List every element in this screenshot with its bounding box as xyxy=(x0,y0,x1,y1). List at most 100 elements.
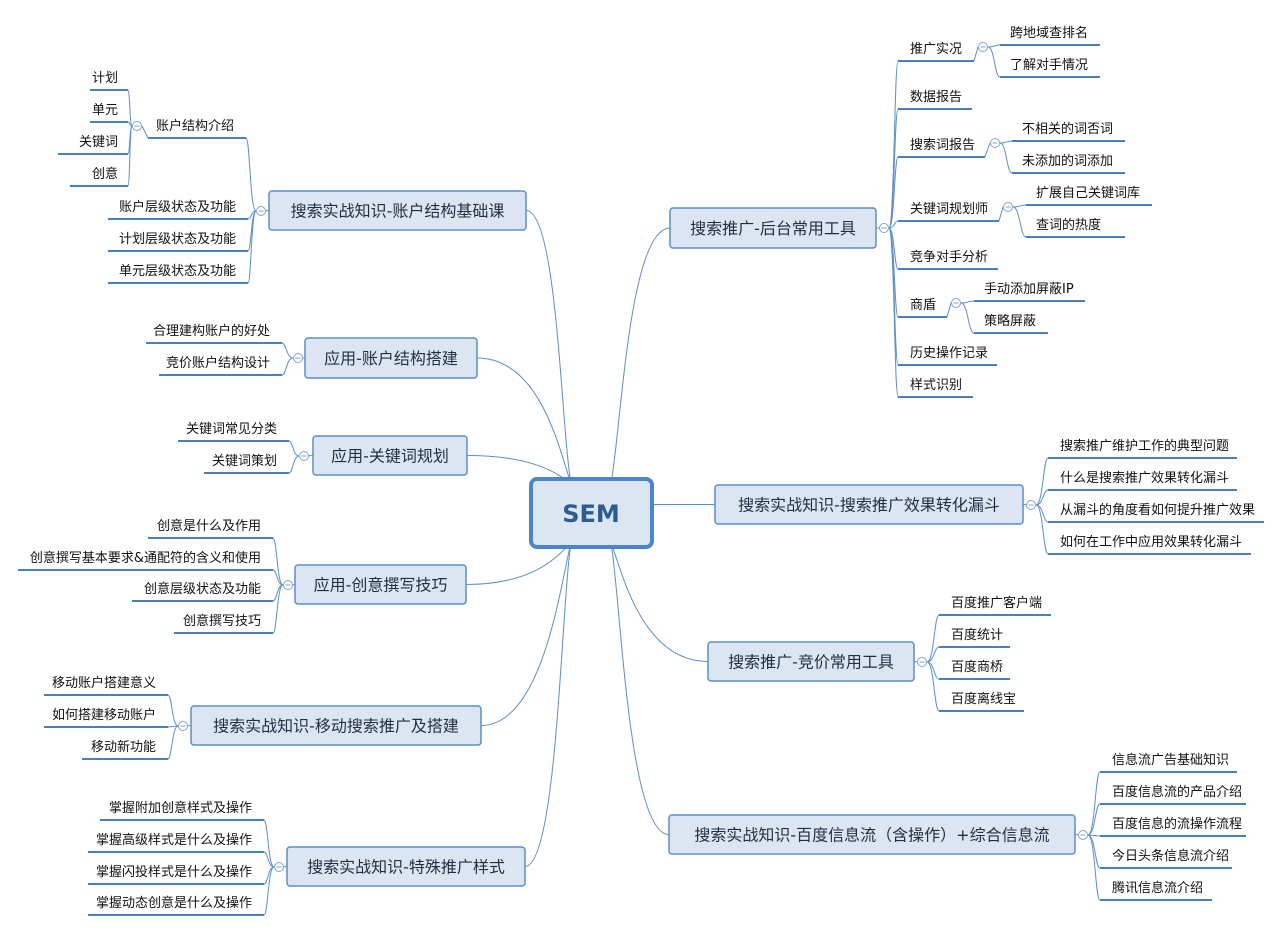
subtopic-label[interactable]: 账户层级状态及功能 xyxy=(119,199,236,215)
subtopic-label[interactable]: 创意层级状态及功能 xyxy=(144,581,261,597)
subtopic-label[interactable]: 如何在工作中应用效果转化漏斗 xyxy=(1060,534,1242,550)
subtopic-label[interactable]: 关键词策划 xyxy=(212,453,277,469)
subtopic-label[interactable]: 掌握附加创意样式及操作 xyxy=(109,800,252,816)
child-connector xyxy=(245,137,257,212)
leaf-label[interactable]: 计划 xyxy=(92,71,118,86)
subtopic-label[interactable]: 数据报告 xyxy=(910,90,962,105)
leaf-label[interactable]: 单元 xyxy=(92,103,118,118)
child-connector xyxy=(888,227,899,398)
leaf-label[interactable]: 查词的热度 xyxy=(1036,217,1101,233)
subtopic-label[interactable]: 百度信息的流操作流程 xyxy=(1112,816,1242,832)
collapse-toggle[interactable] xyxy=(990,138,1000,148)
subtopic-label[interactable]: 关键词常见分类 xyxy=(186,422,277,437)
child-connector xyxy=(1087,834,1101,901)
leaf-label[interactable]: 未添加的词添加 xyxy=(1022,153,1113,169)
topic-box xyxy=(714,484,1024,525)
subtopic-label[interactable]: 腾讯信息流介绍 xyxy=(1112,880,1203,896)
topic-label: 搜索实战知识-百度信息流（含操作）+综合信息流 xyxy=(694,826,1049,845)
leaf-label[interactable]: 手动添加屏蔽IP xyxy=(984,282,1074,297)
collapse-toggle[interactable] xyxy=(256,206,266,216)
subtopic-label[interactable]: 单元层级状态及功能 xyxy=(119,264,236,279)
leaf-connector xyxy=(127,125,133,187)
topic-b-funnel[interactable]: 搜索实战知识-搜索推广效果转化漏斗 xyxy=(714,484,1024,525)
leaf-connector xyxy=(960,302,975,334)
leaf-label[interactable]: 了解对手情况 xyxy=(1010,58,1088,73)
subtopic-label[interactable]: 关键词规划师 xyxy=(910,202,988,217)
topic-b-account-build[interactable]: 应用-账户结构搭建 xyxy=(304,337,478,379)
topic-b-keyword[interactable]: 应用-关键词规划 xyxy=(312,435,468,476)
topic-box xyxy=(707,641,915,682)
subtopic-label[interactable]: 掌握闪投样式是什么及操作 xyxy=(96,864,252,880)
collapse-toggle[interactable] xyxy=(978,42,988,52)
subtopic-label[interactable]: 移动新功能 xyxy=(91,739,156,755)
subtopic-label[interactable]: 账户结构介绍 xyxy=(156,118,234,134)
branch-connector xyxy=(476,357,572,484)
collapse-toggle[interactable] xyxy=(283,580,293,590)
collapse-toggle[interactable] xyxy=(293,353,303,363)
subtopic-label[interactable]: 百度离线宝 xyxy=(951,691,1016,707)
leaf-connector xyxy=(999,142,1013,174)
subtopic-label[interactable]: 今日头条信息流介绍 xyxy=(1112,848,1229,864)
handle-link xyxy=(984,142,991,158)
subtopic-label[interactable]: 竞价账户结构设计 xyxy=(166,355,270,371)
collapse-toggle[interactable] xyxy=(1003,202,1013,212)
subtopic-label[interactable]: 推广实况 xyxy=(910,42,962,57)
child-connector xyxy=(247,210,257,284)
subtopic-label[interactable]: 竞争对手分析 xyxy=(910,249,988,265)
collapse-toggle[interactable] xyxy=(1026,500,1036,510)
child-connector xyxy=(926,646,940,663)
branch-connector xyxy=(524,542,572,867)
topic-b-creative[interactable]: 应用-创意撰写技巧 xyxy=(294,564,467,605)
leaf-label[interactable]: 策略屏蔽 xyxy=(984,313,1036,329)
subtopic-label[interactable]: 百度商桥 xyxy=(951,659,1003,675)
topic-b-feed[interactable]: 搜索实战知识-百度信息流（含操作）+综合信息流 xyxy=(668,814,1076,855)
subtopic-label[interactable]: 从漏斗的角度看如何提升推广效果 xyxy=(1060,502,1255,518)
subtopic-label[interactable]: 合理建构账户的好处 xyxy=(153,323,270,339)
topic-box xyxy=(669,207,877,249)
topic-b-backend-tools[interactable]: 搜索推广-后台常用工具 xyxy=(669,207,877,249)
subtopic-label[interactable]: 搜索推广维护工作的典型问题 xyxy=(1060,438,1229,454)
child-connector xyxy=(926,661,940,712)
collapse-toggle[interactable] xyxy=(951,298,961,308)
subtopic-label[interactable]: 样式识别 xyxy=(910,378,962,393)
topic-b-account-basic[interactable]: 搜索实战知识-账户结构基础课 xyxy=(268,190,527,231)
child-connector xyxy=(167,725,179,760)
leaf-label[interactable]: 跨地域查排名 xyxy=(1010,25,1088,41)
collapse-toggle[interactable] xyxy=(178,721,188,731)
subtopic-label[interactable]: 掌握高级样式是什么及操作 xyxy=(96,832,252,848)
subtopic-label[interactable]: 计划层级状态及功能 xyxy=(119,232,236,247)
topic-b-mobile[interactable]: 搜索实战知识-移动搜索推广及搭建 xyxy=(190,705,482,746)
subtopic-label[interactable]: 创意是什么及作用 xyxy=(157,518,261,534)
leaf-label[interactable]: 关键词 xyxy=(79,135,118,150)
subtopic-label[interactable]: 历史操作记录 xyxy=(910,345,988,361)
topic-b-special[interactable]: 搜索实战知识-特殊推广样式 xyxy=(286,846,526,887)
subtopic-label[interactable]: 创意撰写基本要求&通配符的含义和使用 xyxy=(30,550,261,566)
collapse-toggle[interactable] xyxy=(879,223,889,233)
subtopic-label[interactable]: 什么是搜索推广效果转化漏斗 xyxy=(1060,470,1229,486)
leaf-connector xyxy=(1012,206,1027,238)
leaf-label[interactable]: 创意 xyxy=(92,166,118,182)
collapse-toggle[interactable] xyxy=(132,121,142,131)
handle-link xyxy=(998,206,1004,222)
subtopic-label[interactable]: 百度推广客户端 xyxy=(951,595,1042,611)
subtopic-label[interactable]: 创意撰写技巧 xyxy=(183,613,261,629)
subtopic-label[interactable]: 掌握动态创意是什么及操作 xyxy=(96,895,252,911)
subtopic-label[interactable]: 如何搭建移动账户 xyxy=(52,707,156,723)
topic-box xyxy=(304,337,478,379)
topic-b-bid-tools[interactable]: 搜索推广-竞价常用工具 xyxy=(707,641,915,682)
leaf-label[interactable]: 扩展自己关键词库 xyxy=(1036,185,1140,201)
subtopic-label[interactable]: 信息流广告基础知识 xyxy=(1112,752,1229,768)
collapse-toggle[interactable] xyxy=(274,862,284,872)
child-connector xyxy=(272,569,284,586)
central-topic[interactable]: SEM xyxy=(529,477,654,549)
collapse-toggle[interactable] xyxy=(917,657,927,667)
subtopic-label[interactable]: 移动账户搭建意义 xyxy=(52,675,156,691)
topic-label: 搜索推广-后台常用工具 xyxy=(690,219,856,238)
subtopic-label[interactable]: 搜索词报告 xyxy=(910,138,975,153)
leaf-label[interactable]: 不相关的词否词 xyxy=(1022,121,1113,137)
collapse-toggle[interactable] xyxy=(1078,830,1088,840)
subtopic-label[interactable]: 百度信息流的产品介绍 xyxy=(1112,784,1242,800)
subtopic-label[interactable]: 百度统计 xyxy=(951,627,1003,643)
subtopic-label[interactable]: 商盾 xyxy=(910,298,936,313)
collapse-toggle[interactable] xyxy=(299,451,309,461)
